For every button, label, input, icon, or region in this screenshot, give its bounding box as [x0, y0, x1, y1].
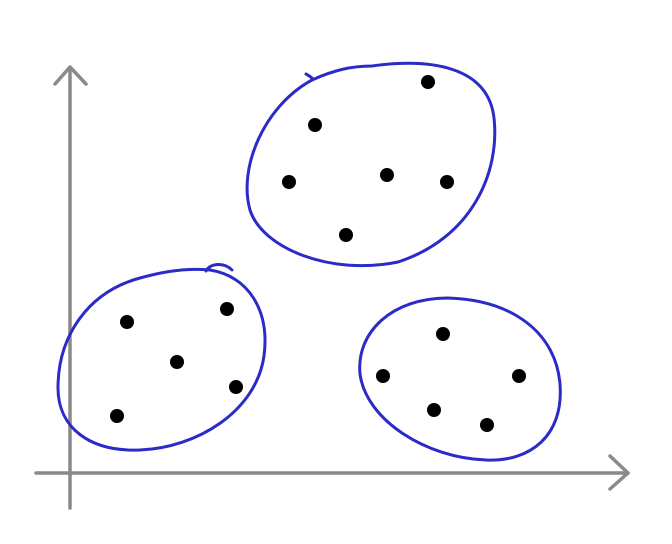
cluster-bottom-right-point: [376, 369, 390, 383]
cluster-top-point: [339, 228, 353, 242]
cluster-top-point: [282, 175, 296, 189]
cluster-bottom-left-point: [120, 315, 134, 329]
axes: [34, 65, 630, 510]
cluster-top: [245, 61, 497, 268]
cluster-bottom-left-stroke-loop: [204, 263, 234, 273]
y-axis-arrowhead: [53, 65, 88, 86]
cluster-top-stroke-tail: [304, 72, 315, 81]
cluster-bottom-right-outline: [358, 296, 562, 462]
x-axis-arrowhead: [608, 454, 630, 491]
cluster-bottom-left-point: [110, 409, 124, 423]
cluster-bottom-left-outline: [56, 267, 267, 452]
cluster-bottom-right-point: [427, 403, 441, 417]
cluster-top-point: [380, 168, 394, 182]
cluster-bottom-left-point: [170, 355, 184, 369]
cluster-top-point: [308, 118, 322, 132]
cluster-bottom-left-point: [220, 302, 234, 316]
cluster-top-point: [440, 175, 454, 189]
cluster-top-outline: [245, 61, 497, 268]
cluster-bottom-left: [56, 263, 267, 452]
cluster-top-point: [421, 75, 435, 89]
cluster-bottom-right: [358, 296, 562, 462]
cluster-bottom-right-point: [512, 369, 526, 383]
cluster-bottom-right-point: [480, 418, 494, 432]
cluster-bottom-right-point: [436, 327, 450, 341]
cluster-bottom-left-point: [229, 380, 243, 394]
